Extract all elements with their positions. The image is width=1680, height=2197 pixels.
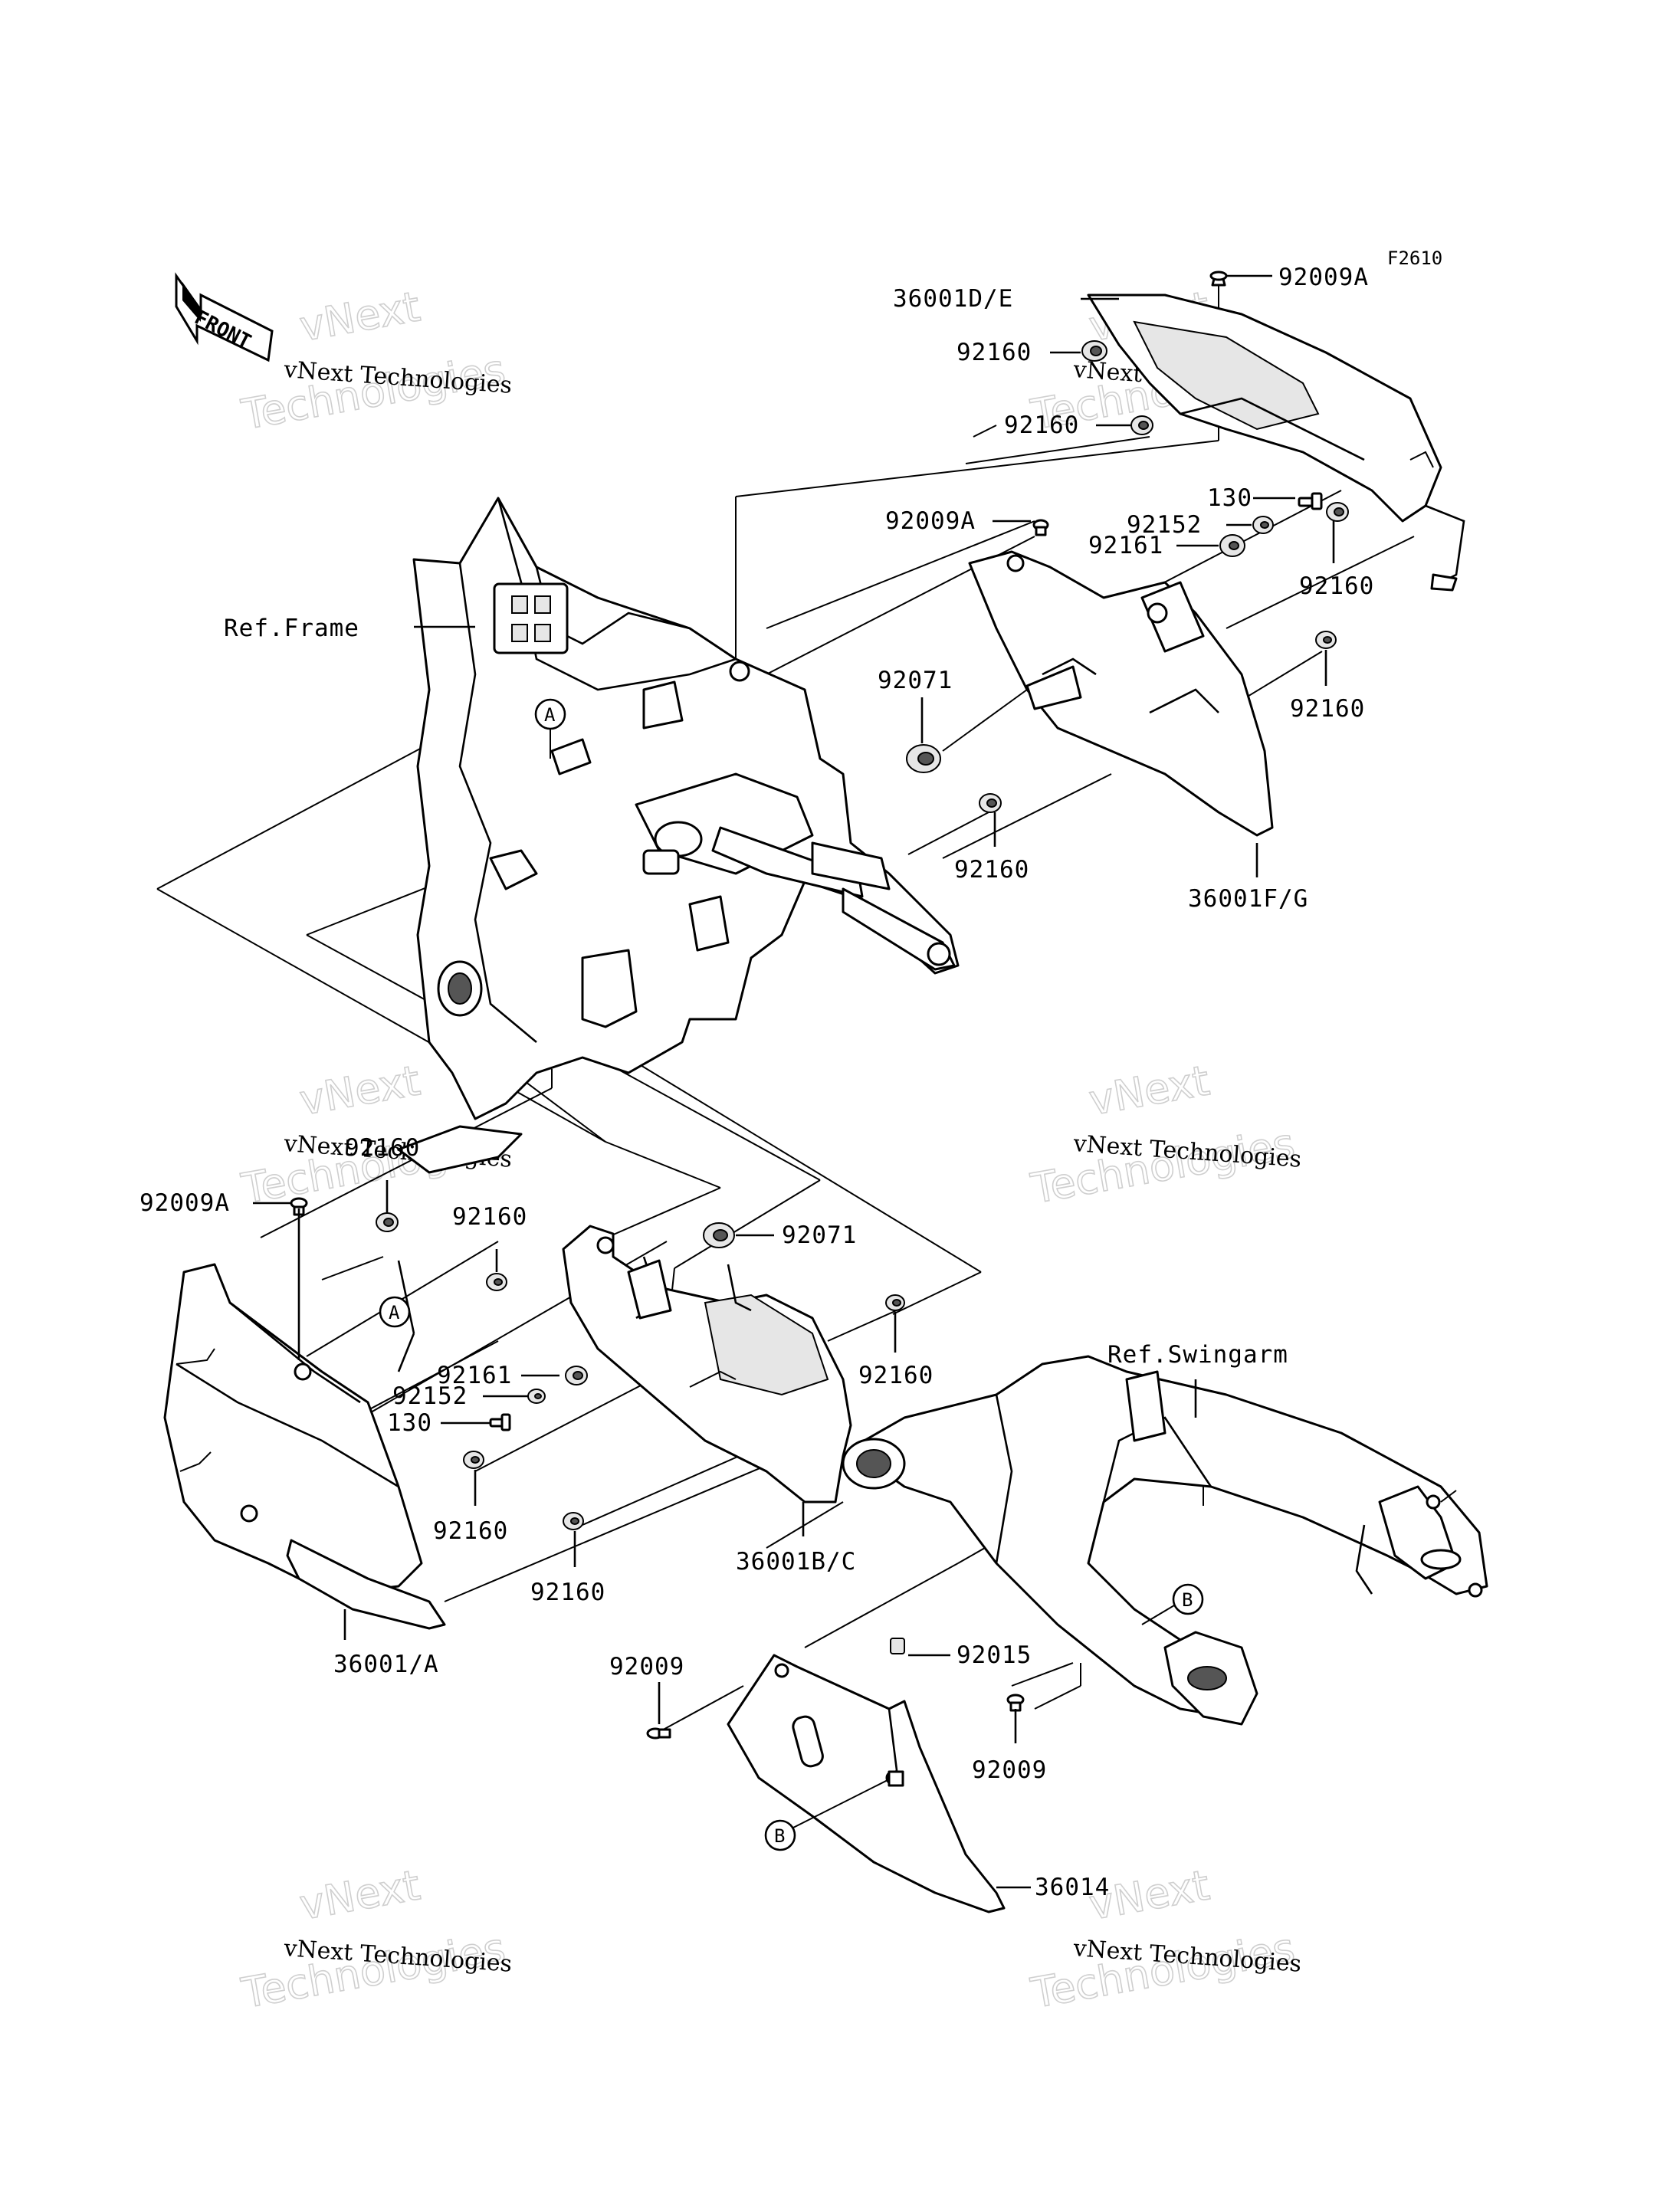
label-92009a-mid: 92009A xyxy=(885,507,976,535)
nut-92160-l1-icon xyxy=(376,1212,399,1232)
nut-92160-l2-icon xyxy=(486,1273,507,1291)
collar-92152-left-icon xyxy=(527,1389,546,1404)
bolt-130-top-icon xyxy=(1298,492,1323,510)
label-36001a: 36001/A xyxy=(333,1651,439,1678)
clip-92015-icon xyxy=(890,1638,905,1654)
nut-92160-l3-icon xyxy=(885,1294,905,1311)
cover-36001bc-drawing xyxy=(562,1225,852,1503)
svg-text:A: A xyxy=(389,1302,400,1323)
svg-text:vNext: vNext xyxy=(1085,1056,1212,1124)
grommet-92071-top-icon xyxy=(906,744,941,773)
label-36001fg: 36001F/G xyxy=(1188,885,1308,913)
label-92160-l1: 92160 xyxy=(345,1134,420,1162)
nut-92160-t4-icon xyxy=(1315,631,1337,649)
label-92160-t3: 92160 xyxy=(1299,572,1374,600)
label-92015: 92015 xyxy=(956,1641,1032,1669)
screw-92009-r-icon xyxy=(1006,1694,1025,1712)
cover-36001a-drawing xyxy=(163,1263,446,1630)
bolt-130-left-icon xyxy=(489,1413,511,1431)
ref-frame-drawing xyxy=(397,497,960,1174)
label-92161-top: 92161 xyxy=(1088,532,1163,559)
label-ref-frame: Ref.Frame xyxy=(224,615,359,642)
label-92071-top: 92071 xyxy=(878,667,953,694)
label-92152-top: 92152 xyxy=(1127,511,1202,539)
screw-92009a-top-icon xyxy=(1209,271,1228,287)
label-leaders xyxy=(253,274,1335,1889)
svg-text:B: B xyxy=(774,1825,785,1847)
label-130-left: 130 xyxy=(387,1409,432,1437)
label-92009-r: 92009 xyxy=(972,1756,1047,1784)
watermark-5: vNext Technologies vNext Technologies xyxy=(238,1861,514,2018)
front-arrow-icon: FRONT xyxy=(175,272,274,362)
callout-a-top: A xyxy=(534,698,566,759)
label-92152-left: 92152 xyxy=(392,1382,468,1410)
svg-text:vNext: vNext xyxy=(296,1056,423,1124)
label-92009a-left: 92009A xyxy=(139,1189,230,1217)
nut-92160-l5-icon xyxy=(563,1512,584,1530)
label-92160-t2: 92160 xyxy=(1004,412,1079,439)
callout-a-bottom: A xyxy=(379,1296,411,1328)
fasteners xyxy=(290,271,1349,1740)
label-92161-left: 92161 xyxy=(437,1362,512,1389)
label-92009-l: 92009 xyxy=(609,1653,684,1681)
screw-92009-l-icon xyxy=(646,1727,671,1740)
label-92160-t5: 92160 xyxy=(954,856,1029,884)
watermark-4: vNext Technologies vNext Technologies xyxy=(1027,1056,1303,1214)
label-92160-l2: 92160 xyxy=(452,1203,527,1231)
grommet-92161-left-icon xyxy=(565,1366,588,1385)
callout-b-left: B xyxy=(764,1779,890,1851)
nut-92160-t3-icon xyxy=(1326,502,1349,522)
label-92160-t1: 92160 xyxy=(956,339,1032,366)
label-92160-l4: 92160 xyxy=(433,1517,508,1545)
collar-92152-top-icon xyxy=(1252,516,1274,534)
label-36001de: 36001D/E xyxy=(893,285,1013,313)
nut-92160-t2-icon xyxy=(1130,415,1153,435)
label-36014: 36014 xyxy=(1035,1874,1110,1901)
grommet-92071-left-icon xyxy=(703,1222,735,1248)
svg-text:A: A xyxy=(544,704,556,726)
watermark-1: vNext Technologies vNext Technologies xyxy=(238,282,514,440)
svg-text:B: B xyxy=(1182,1589,1193,1611)
svg-text:vNext: vNext xyxy=(296,282,423,350)
chain-guard-36014-drawing xyxy=(727,1654,1006,1913)
callout-b-right: B xyxy=(1141,1583,1204,1625)
cover-36001fg-drawing xyxy=(968,550,1274,837)
label-92160-l5: 92160 xyxy=(530,1579,605,1606)
label-ref-swingarm: Ref.Swingarm xyxy=(1107,1341,1288,1369)
label-130-top: 130 xyxy=(1207,484,1252,512)
label-92160-t4: 92160 xyxy=(1290,695,1365,723)
screw-92009a-mid-icon xyxy=(1032,519,1049,536)
grommet-92161-top-icon xyxy=(1219,534,1245,557)
label-92071-left: 92071 xyxy=(782,1221,857,1249)
nut-92160-l4-icon xyxy=(463,1451,484,1469)
label-92160-l3: 92160 xyxy=(858,1362,934,1389)
label-92009a-top: 92009A xyxy=(1278,264,1369,291)
ref-swingarm-drawing xyxy=(842,1355,1488,1726)
label-36001bc: 36001B/C xyxy=(736,1548,856,1576)
nut-92160-t1-icon xyxy=(1081,340,1107,362)
part-labels: 92009A 36001D/E 92160 92160 92009A 130 9… xyxy=(139,264,1374,1901)
nut-92160-t5-icon xyxy=(979,793,1002,813)
svg-text:vNext: vNext xyxy=(296,1861,423,1929)
cover-36001de-drawing xyxy=(1087,293,1465,592)
figure-code: F2610 xyxy=(1387,248,1442,269)
